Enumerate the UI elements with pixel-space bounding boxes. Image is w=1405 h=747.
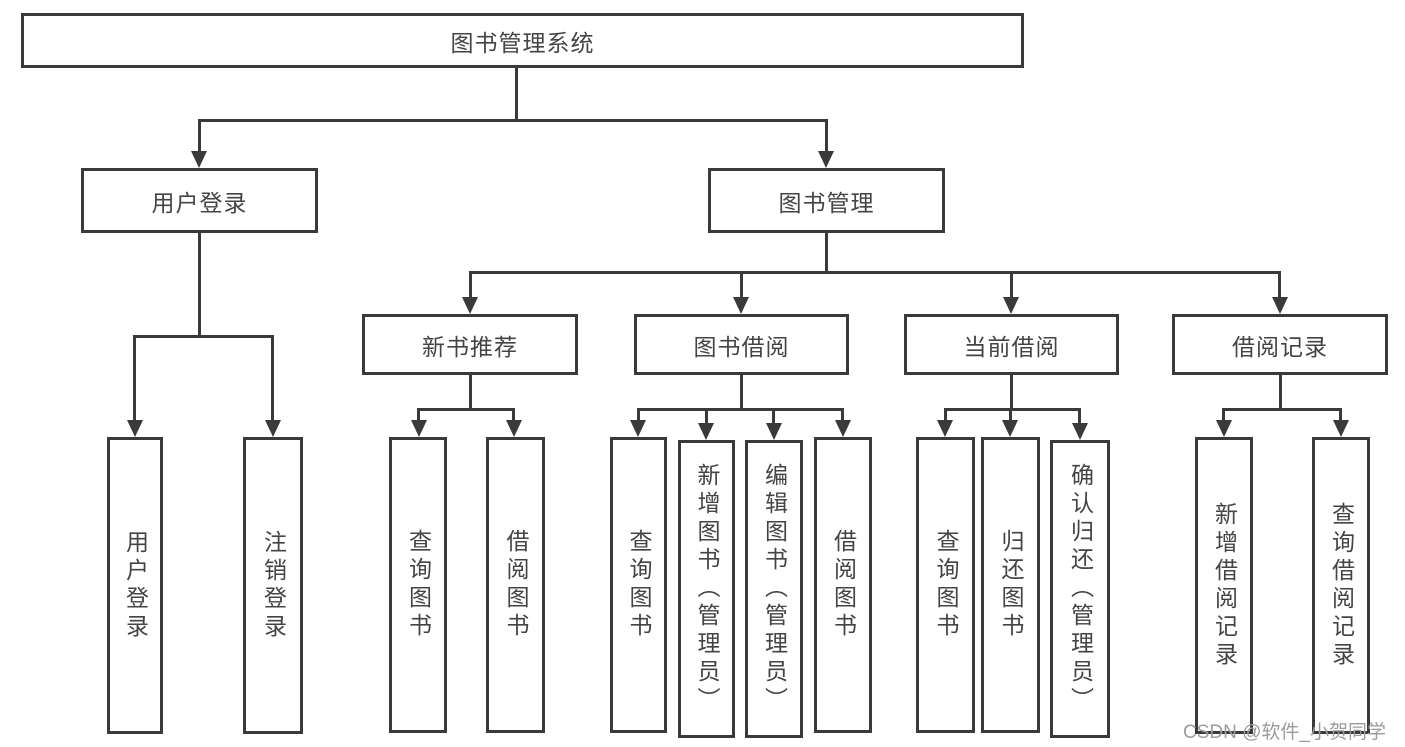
csdn-watermark: CSDN @软件_小贺同学	[1183, 722, 1386, 743]
arrow-down-icon	[1333, 420, 1349, 437]
connector-line	[1339, 408, 1342, 422]
connector-line	[1279, 375, 1282, 409]
arrow-down-icon	[1003, 297, 1019, 314]
node-label: 注销登录	[260, 529, 287, 642]
node-label: 用户登录	[151, 189, 248, 216]
connector-line	[417, 408, 420, 422]
leaf-borrow-book-1: 借阅图书	[486, 437, 545, 733]
connector-line	[944, 408, 947, 422]
arrow-down-icon	[1072, 423, 1088, 440]
arrow-down-icon	[1272, 297, 1288, 314]
leaf-query-book-2: 查询图书	[610, 437, 667, 733]
node-label: 图书管理	[778, 189, 875, 216]
arrow-down-icon	[733, 297, 749, 314]
node-label: 当前借阅	[963, 333, 1060, 360]
connector-line	[198, 119, 201, 153]
connector-line	[1010, 375, 1013, 409]
leaf-borrow-book-2: 借阅图书	[814, 437, 872, 733]
connector-line	[469, 375, 472, 409]
connector-line	[133, 335, 136, 422]
connector-line	[271, 335, 274, 422]
node-label: 新增借阅记录	[1211, 501, 1238, 670]
arrow-down-icon	[191, 151, 207, 168]
leaf-add-borrow-record: 新增借阅记录	[1195, 437, 1253, 734]
arrow-down-icon	[127, 420, 143, 437]
leaf-return-book: 归还图书	[981, 437, 1040, 733]
connector-line	[637, 408, 640, 422]
connector-line	[512, 408, 515, 422]
leaf-query-book-1: 查询图书	[389, 437, 447, 733]
node-book-borrow: 图书借阅	[634, 314, 849, 375]
leaf-query-book-3: 查询图书	[916, 437, 975, 733]
arrow-down-icon	[766, 423, 782, 440]
connector-line	[133, 335, 274, 338]
connector-line	[1009, 408, 1012, 422]
connector-line	[825, 119, 828, 153]
node-user-login: 用户登录	[81, 168, 318, 233]
node-label: 图书管理系统	[450, 29, 595, 56]
connector-line	[841, 408, 844, 422]
arrow-down-icon	[835, 420, 851, 437]
node-borrow-record: 借阅记录	[1172, 314, 1388, 375]
node-label: 用户登录	[122, 529, 149, 642]
node-label: 归还图书	[998, 529, 1024, 641]
connector-line	[944, 408, 1081, 411]
connector-line	[198, 233, 201, 336]
connector-line	[1222, 408, 1342, 411]
node-label: 新书推荐	[422, 333, 518, 360]
node-root: 图书管理系统	[21, 13, 1024, 68]
node-label: 查询借阅记录	[1328, 501, 1355, 670]
node-label: 确认归还（管理员）	[1067, 463, 1094, 715]
arrow-down-icon	[1216, 420, 1232, 437]
arrow-down-icon	[818, 151, 834, 168]
leaf-edit-book-admin: 编辑图书（管理员）	[745, 440, 803, 738]
connector-line	[1278, 271, 1281, 299]
node-current-borrow: 当前借阅	[904, 314, 1119, 375]
arrow-down-icon	[937, 420, 953, 437]
arrow-down-icon	[630, 420, 646, 437]
connector-line	[740, 271, 743, 299]
connector-line	[1078, 408, 1081, 425]
arrow-down-icon	[265, 420, 281, 437]
node-label: 借阅图书	[503, 529, 529, 641]
connector-line	[515, 68, 518, 121]
connector-line	[198, 119, 828, 122]
node-label: 编辑图书（管理员）	[761, 463, 788, 715]
leaf-query-borrow-record: 查询借阅记录	[1312, 437, 1370, 734]
arrow-down-icon	[698, 423, 714, 440]
connector-line	[772, 408, 775, 425]
leaf-user-login: 用户登录	[107, 437, 163, 734]
node-label: 借阅记录	[1232, 333, 1328, 360]
leaf-confirm-return-admin: 确认归还（管理员）	[1050, 440, 1110, 738]
connector-line	[469, 271, 1281, 274]
arrow-down-icon	[411, 420, 427, 437]
node-label: 图书借阅	[693, 333, 790, 360]
connector-line	[740, 375, 743, 409]
node-label: 查询图书	[405, 529, 432, 641]
node-book-management: 图书管理	[708, 168, 945, 233]
connector-line	[1010, 271, 1013, 299]
node-label: 新增图书（管理员）	[694, 463, 720, 715]
connector-line	[469, 271, 472, 299]
arrow-down-icon	[462, 297, 478, 314]
node-label: 查询图书	[933, 529, 959, 641]
connector-line	[637, 408, 844, 411]
leaf-logout: 注销登录	[243, 437, 303, 734]
connector-line	[825, 233, 828, 273]
node-label: 借阅图书	[830, 529, 857, 641]
node-new-book-recommend: 新书推荐	[362, 314, 578, 375]
node-label: 查询图书	[626, 529, 652, 641]
connector-line	[417, 408, 515, 411]
arrow-down-icon	[1002, 420, 1018, 437]
leaf-add-book-admin: 新增图书（管理员）	[678, 440, 735, 738]
arrow-down-icon	[506, 420, 522, 437]
connector-line	[1222, 408, 1225, 422]
connector-line	[705, 408, 708, 425]
